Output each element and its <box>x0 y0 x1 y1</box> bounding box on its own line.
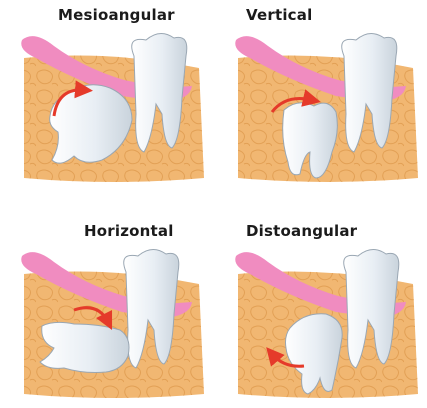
wisdom-tooth <box>40 322 129 372</box>
panel-label: Mesioangular <box>58 6 175 24</box>
panel-label: Vertical <box>246 6 312 24</box>
panel-distoangular: Distoangular <box>228 222 423 402</box>
mesioangular-illustration <box>14 28 209 188</box>
panel-vertical: Vertical <box>228 6 423 186</box>
vertical-illustration <box>228 28 423 188</box>
panel-mesioangular: Mesioangular <box>14 6 209 186</box>
panel-label: Horizontal <box>84 222 174 240</box>
panel-label: Distoangular <box>246 222 357 240</box>
distoangular-illustration <box>228 244 423 404</box>
panel-horizontal: Horizontal <box>14 222 209 402</box>
horizontal-illustration <box>14 244 209 404</box>
